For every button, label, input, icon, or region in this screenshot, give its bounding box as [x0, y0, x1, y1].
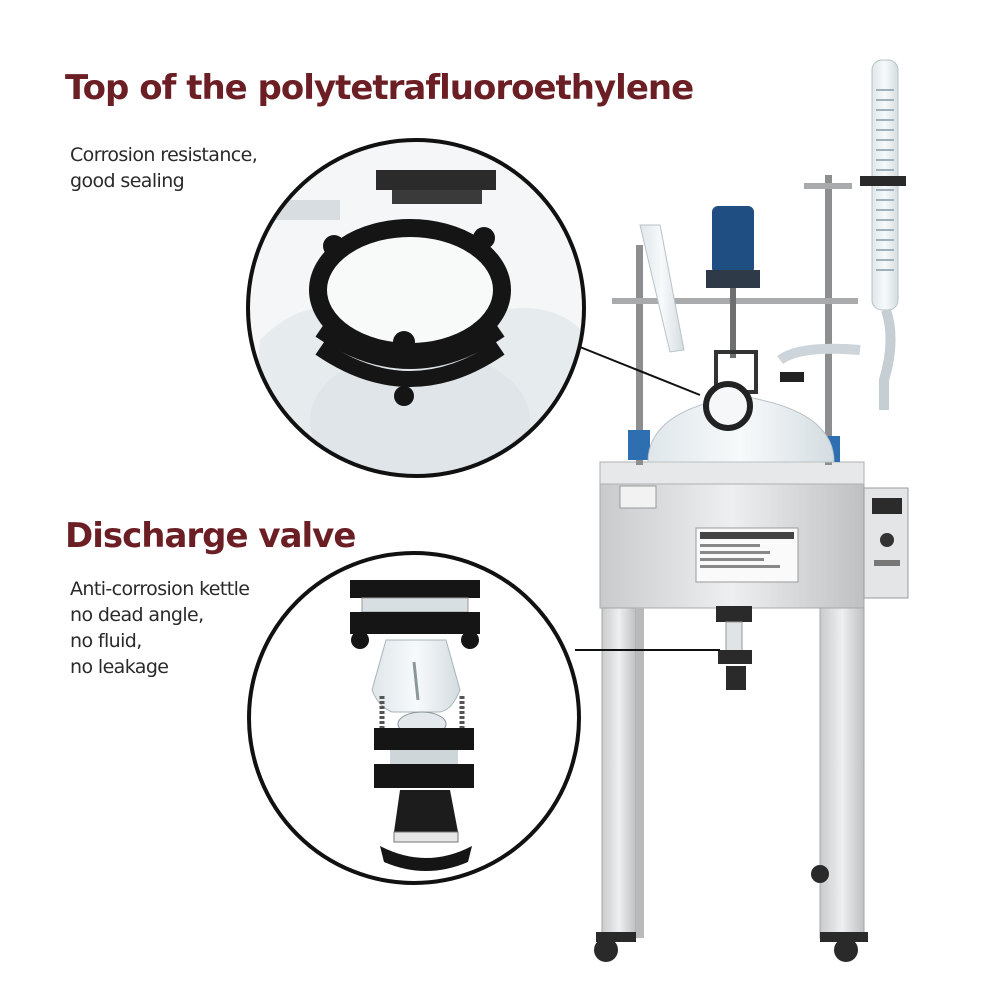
ptfe-top-heading: Top of the polytetrafluoroethylene: [65, 68, 694, 108]
discharge-valve-line-2: no dead angle,: [70, 604, 204, 626]
discharge-valve-line-4: no leakage: [70, 656, 169, 678]
discharge-valve-heading: Discharge valve: [65, 516, 356, 556]
discharge-valve-zoom: [247, 551, 581, 885]
discharge-valve-line-3: no fluid,: [70, 630, 142, 652]
callout-line-top: [574, 344, 701, 396]
discharge-valve-line-1: Anti-corrosion kettle: [70, 578, 250, 600]
ptfe-top-line-1: Corrosion resistance,: [70, 144, 258, 166]
ptfe-top-description: Corrosion resistance, good sealing: [70, 142, 258, 194]
ptfe-top-line-2: good sealing: [70, 170, 185, 192]
ptfe-flange-zoom: [246, 138, 586, 478]
reactor-frame: [594, 59, 909, 962]
discharge-valve-description: Anti-corrosion kettle no dead angle, no …: [70, 576, 250, 680]
